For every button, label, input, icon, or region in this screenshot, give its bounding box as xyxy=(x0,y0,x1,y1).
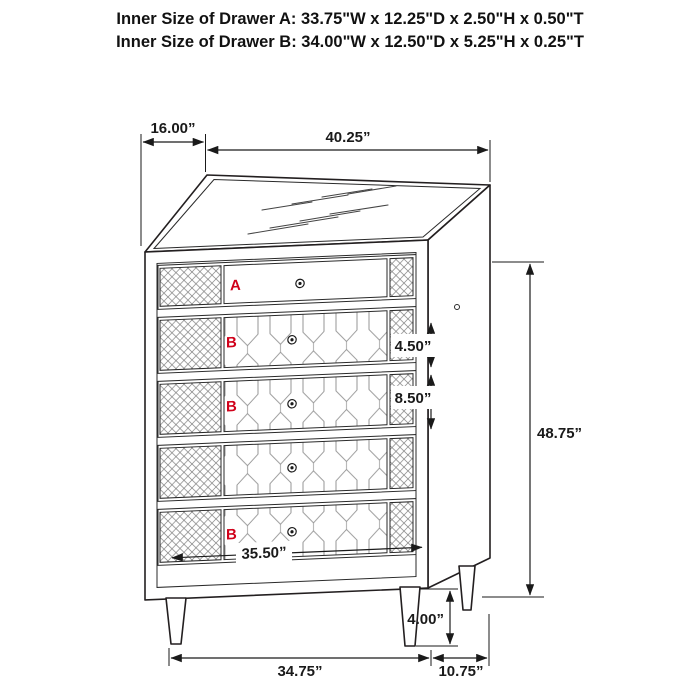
chest-legs xyxy=(165,565,476,647)
dim-overall-height-label: 48.75” xyxy=(537,425,582,442)
back-right-leg xyxy=(458,565,476,611)
drawer-b3-center-panel xyxy=(223,438,388,497)
front-right-leg xyxy=(399,586,421,647)
drawer-b1-left-lattice xyxy=(159,317,222,371)
dim-drawer-b-height-label: 8.50” xyxy=(395,390,432,407)
dim-base-depth-label: 10.75” xyxy=(438,663,483,680)
drawer-a-right-lattice xyxy=(389,257,414,298)
drawer-b3-left-lattice xyxy=(159,445,222,499)
drawer-b3-knob xyxy=(287,462,297,473)
top-face-rim xyxy=(152,178,482,250)
dim-top-width-label: 40.25” xyxy=(325,129,370,146)
dim-base-width: 34.75” xyxy=(168,648,432,680)
dim-leg-height: 4.00” xyxy=(407,588,458,647)
dim-overall-height: 48.75” xyxy=(482,261,582,598)
dim-top-depth: 16.00” xyxy=(140,120,206,246)
drawer-b1-knob xyxy=(287,334,297,345)
drawer-a-knob xyxy=(295,278,305,289)
drawer-a-center-panel xyxy=(223,258,388,305)
side-peg-dot xyxy=(454,304,460,310)
front-left-leg xyxy=(165,597,187,645)
dim-drawer-b-height: 8.50” xyxy=(391,374,436,430)
drawer-b2-center-panel xyxy=(223,374,388,433)
dim-drawer-a-height: 4.50” xyxy=(391,322,436,368)
drawer-b2-left-lattice xyxy=(159,381,222,435)
drawer-b4-left-lattice xyxy=(159,509,222,563)
dim-top-width: 40.25” xyxy=(206,129,491,182)
drawer-b1: B xyxy=(157,306,417,374)
drawer-b2: B xyxy=(157,370,417,438)
drawer-b2-knob xyxy=(287,398,297,409)
right-face-outline xyxy=(427,184,491,589)
dim-drawer-a-height-label: 4.50” xyxy=(395,338,432,355)
chest-drawing: A B xyxy=(144,174,491,647)
header-text: Inner Size of Drawer A: 33.75"W x 12.25"… xyxy=(0,8,700,54)
dim-drawer-b-box xyxy=(391,386,435,409)
drawer-b1-label: B xyxy=(226,334,237,351)
drawer-b3-right-lattice xyxy=(389,437,414,490)
drawer-b4-knob xyxy=(287,526,297,537)
drawer-a-inner-size: Inner Size of Drawer A: 33.75"W x 12.25"… xyxy=(116,10,584,28)
dim-base-depth: 10.75” xyxy=(432,614,490,680)
wood-grain-lines xyxy=(247,185,397,235)
drawer-b4-right-lattice xyxy=(389,501,414,554)
dim-drawer-width: 35.50” xyxy=(171,540,423,565)
drawer-a-left-lattice xyxy=(159,265,222,307)
dim-top-depth-label: 16.00” xyxy=(150,120,195,137)
drawer-a-label: A xyxy=(230,277,241,294)
dim-drawer-width-box xyxy=(236,540,292,565)
chest-front-face: A B xyxy=(144,239,429,601)
chest-right-face xyxy=(427,184,491,589)
dim-drawer-width-label: 35.50” xyxy=(241,544,286,563)
drawer-b3 xyxy=(157,434,417,502)
drawer-b4-label: B xyxy=(226,526,237,543)
drawer-b-inner-size: Inner Size of Drawer B: 34.00"W x 12.50"… xyxy=(116,33,584,51)
drawer-a: A xyxy=(157,254,417,310)
dim-drawer-a-box xyxy=(391,334,435,357)
drawer-b1-center-panel xyxy=(223,310,388,369)
dim-leg-height-label: 4.00” xyxy=(407,611,444,628)
dim-base-width-label: 34.75” xyxy=(277,663,322,680)
drawer-b2-label: B xyxy=(226,398,237,415)
